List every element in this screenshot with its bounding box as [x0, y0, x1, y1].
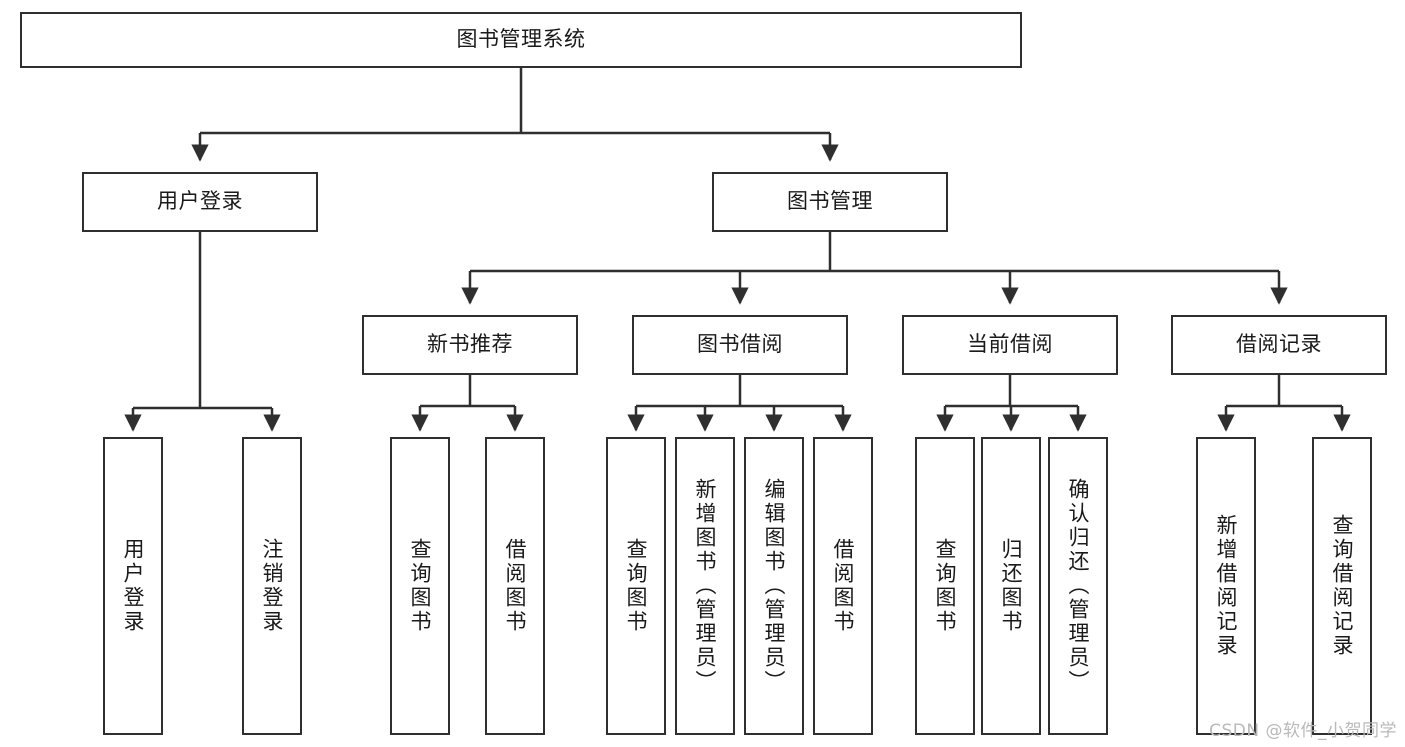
node-label: 查询图书 — [408, 538, 433, 634]
node-label: 查询图书 — [933, 538, 958, 634]
node-label: 注销登录 — [260, 538, 285, 634]
leaf-recommend-query-book[interactable]: 查询图书 — [390, 437, 450, 735]
leaf-user-login-signin[interactable]: 用户登录 — [103, 437, 163, 735]
node-label: 用户登录 — [157, 189, 243, 214]
node-borrow-record[interactable]: 借阅记录 — [1171, 315, 1387, 375]
node-label: 查询图书 — [624, 538, 649, 634]
leaf-current-confirm-return-admin[interactable]: 确认归还（管理员） — [1048, 437, 1108, 735]
node-book-management[interactable]: 图书管理 — [712, 172, 948, 232]
node-label: 图书管理系统 — [456, 27, 586, 52]
node-label: 新增借阅记录 — [1214, 514, 1239, 658]
node-label: 查询借阅记录 — [1330, 514, 1355, 658]
node-label: 图书借阅 — [697, 332, 783, 357]
node-label: 借阅图书 — [831, 538, 856, 634]
leaf-borrow-add-book-admin[interactable]: 新增图书（管理员） — [675, 437, 735, 735]
node-label: 归还图书 — [999, 538, 1024, 634]
node-label: 编辑图书（管理员） — [762, 478, 787, 694]
node-label: 用户登录 — [121, 538, 146, 634]
node-label: 新增图书（管理员） — [693, 478, 718, 694]
leaf-current-query-book[interactable]: 查询图书 — [915, 437, 975, 735]
node-label: 新书推荐 — [427, 332, 513, 357]
leaf-user-login-signout[interactable]: 注销登录 — [242, 437, 302, 735]
leaf-borrow-query-book[interactable]: 查询图书 — [606, 437, 666, 735]
leaf-record-query-record[interactable]: 查询借阅记录 — [1312, 437, 1372, 735]
node-user-login[interactable]: 用户登录 — [82, 172, 318, 232]
node-label: 借阅记录 — [1236, 332, 1322, 357]
leaf-borrow-borrow-book[interactable]: 借阅图书 — [813, 437, 873, 735]
node-new-book-recommend[interactable]: 新书推荐 — [362, 315, 578, 375]
leaf-borrow-edit-book-admin[interactable]: 编辑图书（管理员） — [744, 437, 804, 735]
leaf-record-add-record[interactable]: 新增借阅记录 — [1196, 437, 1256, 735]
node-label: 图书管理 — [787, 189, 873, 214]
node-current-borrow[interactable]: 当前借阅 — [902, 315, 1118, 375]
node-book-borrow[interactable]: 图书借阅 — [632, 315, 848, 375]
node-label: 当前借阅 — [967, 332, 1053, 357]
leaf-recommend-borrow-book[interactable]: 借阅图书 — [485, 437, 545, 735]
leaf-current-return-book[interactable]: 归还图书 — [981, 437, 1041, 735]
node-root-system[interactable]: 图书管理系统 — [20, 12, 1022, 68]
node-label: 借阅图书 — [503, 538, 528, 634]
node-label: 确认归还（管理员） — [1066, 478, 1091, 694]
csdn-watermark: CSDN @软件_小贺同学 — [1209, 721, 1397, 741]
